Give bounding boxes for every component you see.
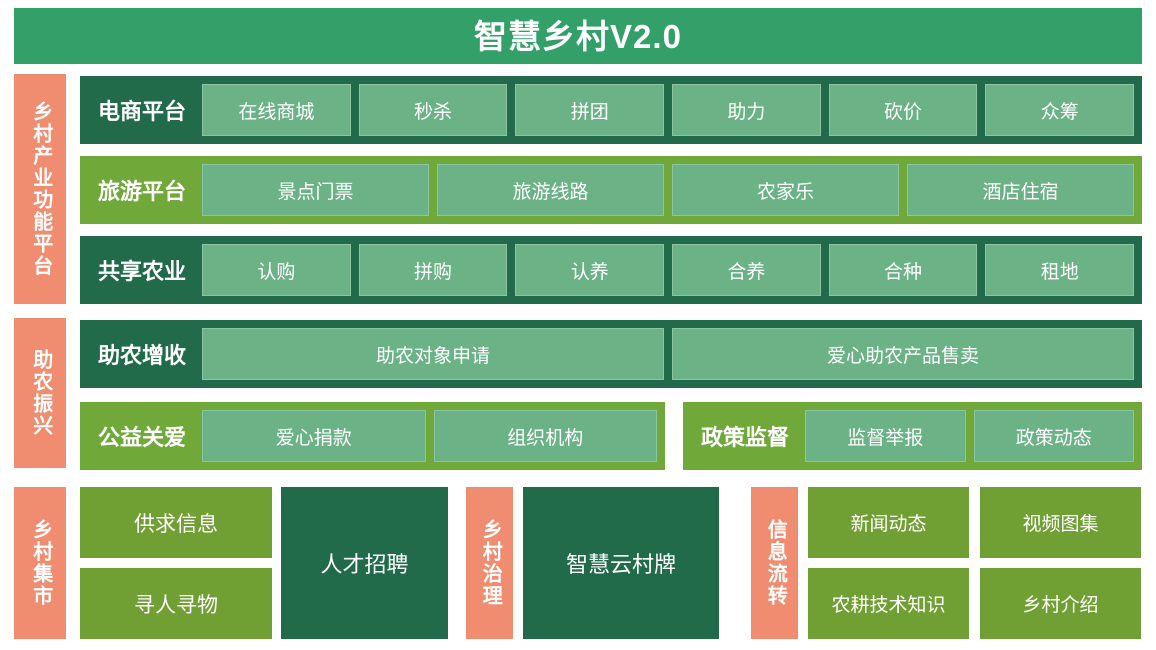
block-video-gallery[interactable]: 视频图集 bbox=[980, 487, 1141, 558]
tile-flash-sale[interactable]: 秒杀 bbox=[358, 84, 508, 136]
side-label-governance: 乡村治理 bbox=[466, 487, 513, 639]
tile-bargain[interactable]: 砍价 bbox=[828, 84, 978, 136]
group-shared-agriculture: 共享农业 认购 拼购 认养 合养 合种 租地 bbox=[80, 236, 1142, 304]
tile-boost[interactable]: 助力 bbox=[672, 84, 821, 136]
tile-hotel-lodging[interactable]: 酒店住宿 bbox=[907, 164, 1135, 216]
tile-adopt-plant[interactable]: 认养 bbox=[515, 244, 665, 296]
group-policy-supervision: 政策监督 监督举报 政策动态 bbox=[683, 402, 1142, 470]
tile-list-public-welfare: 爱心捐款 组织机构 bbox=[202, 410, 658, 462]
group-tourism-platform: 旅游平台 景点门票 旅游线路 农家乐 酒店住宿 bbox=[80, 156, 1142, 224]
tile-list-shared-agriculture: 认购 拼购 认养 合养 合种 租地 bbox=[202, 244, 1135, 296]
block-talent-recruitment[interactable]: 人才招聘 bbox=[281, 487, 448, 639]
tile-report-supervision[interactable]: 监督举报 bbox=[805, 410, 966, 462]
tile-online-mall[interactable]: 在线商城 bbox=[202, 84, 351, 136]
group-farmer-income: 助农增收 助农对象申请 爱心助农产品售卖 bbox=[80, 320, 1142, 388]
side-label-market: 乡村集市 bbox=[14, 487, 66, 639]
tile-list-ecommerce: 在线商城 秒杀 拼团 助力 砍价 众筹 bbox=[202, 84, 1135, 136]
tile-co-raise[interactable]: 合养 bbox=[672, 244, 821, 296]
block-find-person-item[interactable]: 寻人寻物 bbox=[80, 568, 272, 639]
side-label-revitalization: 助农振兴 bbox=[14, 318, 66, 468]
tile-farmhouse[interactable]: 农家乐 bbox=[672, 164, 900, 216]
tile-attraction-tickets[interactable]: 景点门票 bbox=[202, 164, 430, 216]
tile-policy-updates[interactable]: 政策动态 bbox=[973, 410, 1135, 462]
block-farming-knowledge[interactable]: 农耕技术知识 bbox=[808, 568, 969, 639]
tile-group-buy[interactable]: 拼团 bbox=[515, 84, 665, 136]
block-supply-demand-info[interactable]: 供求信息 bbox=[80, 487, 272, 558]
tile-travel-routes[interactable]: 旅游线路 bbox=[437, 164, 665, 216]
tile-crowdfunding[interactable]: 众筹 bbox=[985, 84, 1135, 136]
tile-list-policy-supervision: 监督举报 政策动态 bbox=[805, 410, 1135, 462]
group-ecommerce-platform: 电商平台 在线商城 秒杀 拼团 助力 砍价 众筹 bbox=[80, 76, 1142, 144]
side-label-information: 信息流转 bbox=[751, 487, 798, 639]
group-title-shared-agriculture: 共享农业 bbox=[98, 259, 187, 284]
tile-organization[interactable]: 组织机构 bbox=[433, 410, 658, 462]
group-title-policy-supervision: 政策监督 bbox=[701, 425, 790, 450]
tile-co-plant[interactable]: 合种 bbox=[828, 244, 978, 296]
tile-charity-products[interactable]: 爱心助农产品售卖 bbox=[672, 328, 1135, 380]
tile-subscription[interactable]: 认购 bbox=[202, 244, 351, 296]
block-smart-cloud-village-sign[interactable]: 智慧云村牌 bbox=[523, 487, 719, 639]
tile-list-farmer-income: 助农对象申请 爱心助农产品售卖 bbox=[202, 328, 1135, 380]
group-title-farmer-income: 助农增收 bbox=[98, 343, 187, 368]
group-title-tourism: 旅游平台 bbox=[98, 179, 187, 204]
group-public-welfare: 公益关爱 爱心捐款 组织机构 bbox=[80, 402, 665, 470]
tile-list-tourism: 景点门票 旅游线路 农家乐 酒店住宿 bbox=[202, 164, 1135, 216]
tile-land-rental[interactable]: 租地 bbox=[985, 244, 1135, 296]
side-label-industry: 乡村产业功能平台 bbox=[14, 74, 66, 304]
tile-donation[interactable]: 爱心捐款 bbox=[202, 410, 426, 462]
page-title-bar: 智慧乡村V2.0 bbox=[14, 8, 1142, 64]
group-title-ecommerce: 电商平台 bbox=[98, 99, 187, 124]
group-title-public-welfare: 公益关爱 bbox=[98, 425, 187, 450]
page-title: 智慧乡村V2.0 bbox=[474, 17, 682, 55]
block-news-updates[interactable]: 新闻动态 bbox=[808, 487, 969, 558]
tile-group-purchase[interactable]: 拼购 bbox=[358, 244, 508, 296]
tile-aid-application[interactable]: 助农对象申请 bbox=[202, 328, 665, 380]
block-village-introduction[interactable]: 乡村介绍 bbox=[980, 568, 1141, 639]
